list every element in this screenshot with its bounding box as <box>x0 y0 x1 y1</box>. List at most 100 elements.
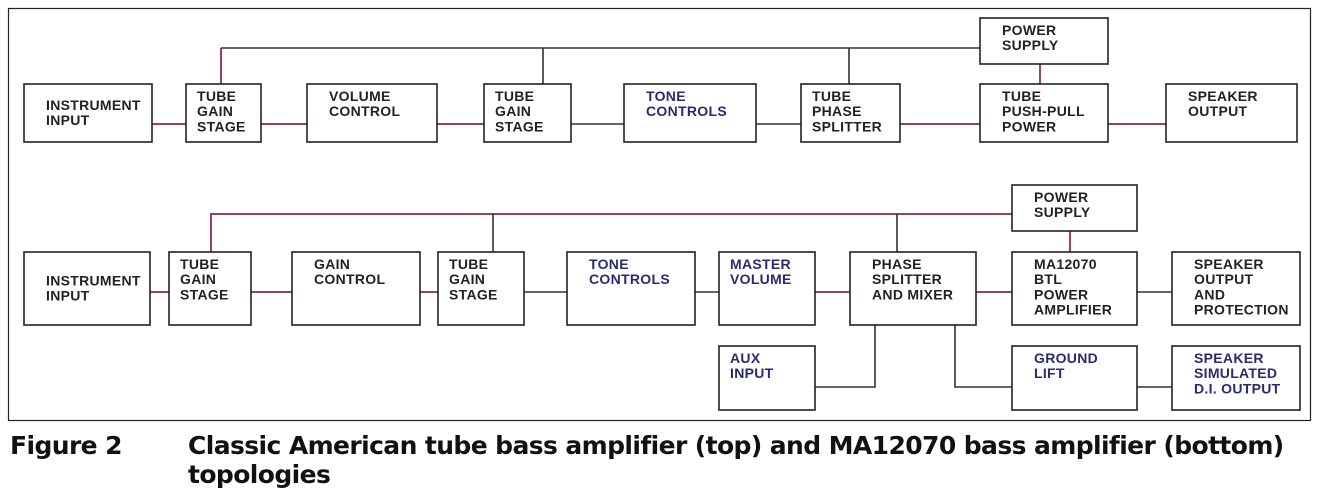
block-label: STAGE <box>495 118 544 134</box>
block-label: CONTROLS <box>646 103 727 119</box>
block-label: D.I. OUTPUT <box>1194 380 1281 396</box>
block-label: GAIN <box>314 256 350 272</box>
block-box <box>979 17 1109 65</box>
block-box <box>1165 83 1298 143</box>
block-label: INSTRUMENT <box>46 272 141 288</box>
block-label: INPUT <box>730 365 774 381</box>
block-box <box>306 83 438 143</box>
block-label: GAIN <box>449 271 485 287</box>
block-label: POWER <box>1034 189 1088 205</box>
signal-wire <box>210 213 1012 252</box>
block-label: SPLITTER <box>872 271 942 287</box>
block-label: TUBE <box>180 256 219 272</box>
block-diagram: INSTRUMENTINPUTTUBEGAINSTAGEVOLUMECONTRO… <box>7 7 1312 422</box>
block-label: GAIN <box>495 103 531 119</box>
block-box <box>1011 184 1138 232</box>
block-label: BTL <box>1034 271 1062 287</box>
connection-wire <box>815 325 876 388</box>
block-label: SUPPLY <box>1034 204 1091 220</box>
figure-number: Figure 2 <box>10 431 123 460</box>
block-box <box>1011 251 1138 326</box>
block-box <box>718 251 816 326</box>
block-label: TONE <box>589 256 629 272</box>
block-label: INPUT <box>46 112 90 128</box>
block-label: PUSH-PULL <box>1002 103 1085 119</box>
block-label: SPEAKER <box>1194 256 1264 272</box>
block-label: GAIN <box>180 271 216 287</box>
block-label: TUBE <box>495 88 534 104</box>
block-label: POWER <box>1002 118 1056 134</box>
block-box <box>23 251 151 326</box>
block-label: SIMULATED <box>1194 365 1277 381</box>
connections <box>150 47 1172 388</box>
block-box <box>623 83 757 143</box>
block-box <box>566 251 696 326</box>
block-label: POWER <box>1034 286 1088 302</box>
block-label: INSTRUMENT <box>46 97 141 113</box>
block-label: SUPPLY <box>1002 37 1059 53</box>
block-label: PHASE <box>812 103 862 119</box>
block-box <box>291 251 421 326</box>
block-box <box>979 83 1109 143</box>
block-label: MA12070 <box>1034 256 1097 272</box>
block-box <box>718 345 816 411</box>
block-box <box>1011 345 1138 411</box>
block-box <box>1171 251 1301 326</box>
block-label: TUBE <box>1002 88 1041 104</box>
block-label: VOLUME <box>730 271 792 287</box>
block-label: STAGE <box>197 118 246 134</box>
block-box <box>23 83 153 143</box>
block-label: STAGE <box>449 286 498 302</box>
block-label: OUTPUT <box>1188 103 1248 119</box>
block-label: CONTROL <box>314 271 385 287</box>
block-label: TUBE <box>197 88 236 104</box>
block-label: POWER <box>1002 22 1056 38</box>
block-label: GROUND <box>1034 350 1098 366</box>
block-label: TONE <box>646 88 686 104</box>
connection-wire <box>954 325 1012 388</box>
block-box <box>437 251 525 326</box>
block-label: AND MIXER <box>872 286 953 302</box>
block-box <box>1171 345 1301 411</box>
block-label: MASTER <box>730 256 791 272</box>
block-label: VOLUME <box>329 88 391 104</box>
blocks: INSTRUMENTINPUTTUBEGAINSTAGEVOLUMECONTRO… <box>23 17 1301 411</box>
block-label: SPEAKER <box>1188 88 1258 104</box>
block-label: STAGE <box>180 286 229 302</box>
block-box <box>168 251 252 326</box>
block-box <box>849 251 977 326</box>
block-label: TUBE <box>812 88 851 104</box>
block-label: OUTPUT <box>1194 271 1254 287</box>
block-label: GAIN <box>197 103 233 119</box>
figure-caption-text: Classic American tube bass amplifier (to… <box>188 431 1284 489</box>
block-label: CONTROLS <box>589 271 670 287</box>
block-label: SPLITTER <box>812 118 882 134</box>
block-label: INPUT <box>46 288 90 304</box>
block-box <box>483 83 572 143</box>
block-box <box>800 83 901 143</box>
block-label: LIFT <box>1034 365 1065 381</box>
figure-frame <box>7 7 1312 422</box>
